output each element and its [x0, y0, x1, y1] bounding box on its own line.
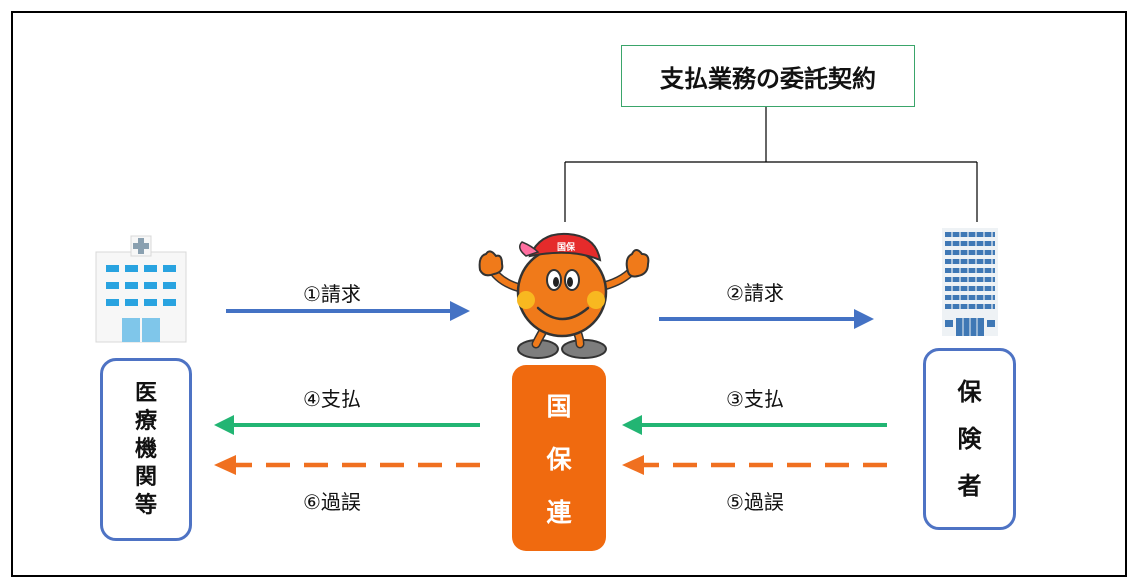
hospital-icon: [95, 235, 187, 343]
payment-arrow-3: [622, 415, 887, 435]
insurer-label-char: 者: [957, 471, 982, 500]
kokuhoren-label-char: 連: [546, 497, 572, 527]
kokuhoren-label-box: 国 保 連: [512, 365, 606, 551]
error-label-5: ⑤過誤: [726, 490, 784, 514]
mascot-character-icon: 国保: [478, 232, 650, 359]
office-building-icon: [942, 228, 998, 336]
payment-arrow-4: [214, 415, 480, 435]
hospital-label-char: 機: [134, 436, 157, 462]
error-label-6: ⑥過誤: [303, 490, 361, 514]
diagram-frame: [11, 11, 1127, 577]
claim-label-2: ②請求: [726, 281, 784, 305]
hospital-label-char: 医: [134, 380, 157, 406]
mascot-cap-text: 国保: [557, 241, 576, 253]
contract-label: 支払業務の委託契約: [660, 64, 876, 93]
contract-box: 支払業務の委託契約: [621, 45, 915, 107]
kokuhoren-label-char: 保: [546, 444, 572, 474]
insurer-label-char: 険: [957, 424, 982, 453]
error-arrow-6: [214, 455, 480, 475]
payment-label-4: ④支払: [303, 387, 361, 411]
insurer-label-box: 保 険 者: [923, 348, 1016, 530]
claim-arrow-1: [226, 301, 470, 321]
insurer-label-char: 保: [957, 378, 982, 407]
kokuhoren-label-char: 国: [546, 392, 572, 422]
hospital-label-box: 医 療 機 関 等: [100, 358, 192, 541]
claim-arrow-2: [659, 309, 874, 329]
claim-label-1: ①請求: [303, 282, 361, 306]
hospital-label-char: 関: [134, 464, 157, 490]
hospital-label-char: 療: [134, 408, 157, 434]
hospital-label-char: 等: [134, 492, 157, 518]
error-arrow-5: [622, 455, 887, 475]
payment-label-3: ③支払: [726, 387, 784, 411]
